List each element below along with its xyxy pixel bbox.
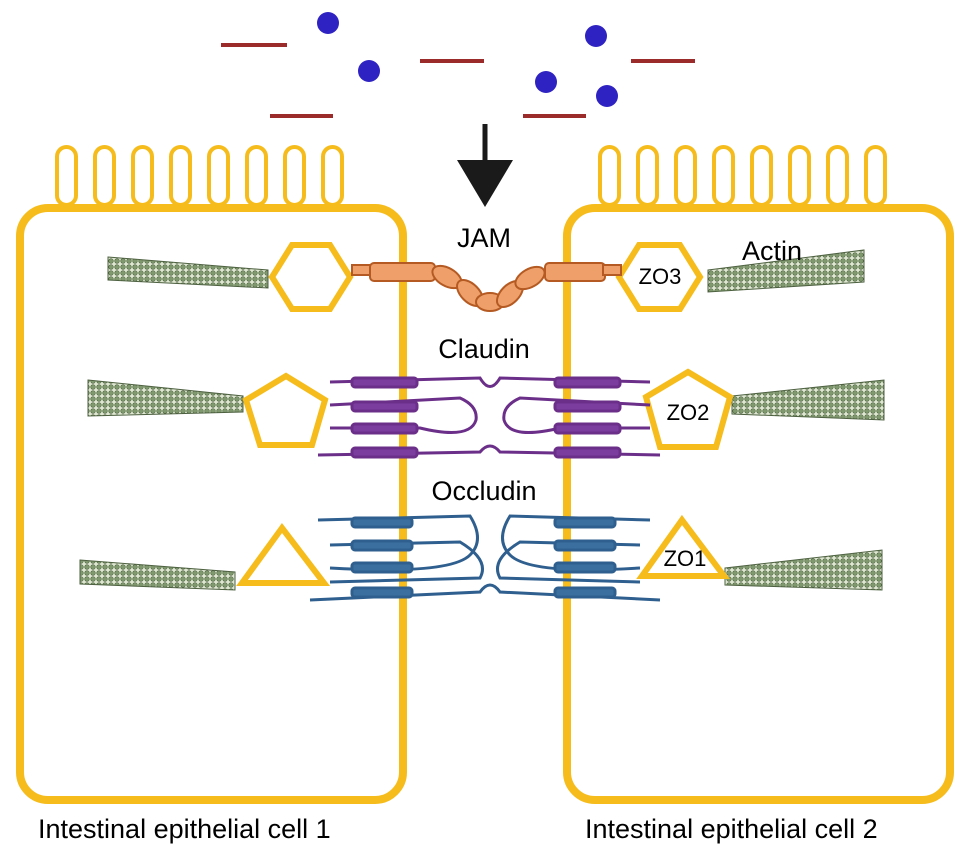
- occludin-protein: [309, 514, 661, 602]
- microvilli-cell-1: [55, 145, 344, 207]
- zo1-triangle-cell-1: [236, 522, 331, 586]
- zo2-pentagon-cell-2: [642, 368, 734, 450]
- luminal-dot: [358, 60, 380, 82]
- zo1-label: ZO1: [664, 546, 707, 571]
- actin-filament: [731, 379, 885, 421]
- down-arrow-icon: [457, 124, 513, 207]
- luminal-dot: [317, 12, 339, 34]
- luminal-dot: [585, 25, 607, 47]
- cell-2-label: Intestinal epithelial cell 2: [585, 814, 878, 844]
- luminal-particles: [221, 12, 695, 118]
- actin-label: Actin: [742, 236, 802, 266]
- epithelial-cell-2: [563, 204, 954, 804]
- zo2-pentagon-cell-1: [242, 372, 329, 448]
- claudin-protein: [317, 376, 661, 459]
- actin-filament: [107, 256, 269, 289]
- cell-1-label: Intestinal epithelial cell 1: [38, 814, 331, 844]
- microvilli-cell-2: [598, 145, 887, 207]
- claudin-label: Claudin: [438, 334, 530, 364]
- actin-filament: [87, 379, 244, 417]
- jam-protein: [351, 262, 622, 312]
- actin-filament: [724, 549, 883, 591]
- zo1-triangle-cell-2: [636, 514, 730, 579]
- zo3-label: ZO3: [639, 264, 682, 289]
- luminal-dot: [596, 85, 618, 107]
- zo2-label: ZO2: [667, 400, 710, 425]
- actin-filaments: [79, 249, 885, 591]
- actin-filament: [707, 249, 865, 293]
- zo3-hexagon-cell-2: [615, 242, 704, 312]
- actin-filament: [79, 559, 236, 591]
- zo3-hexagon-cell-1: [268, 242, 354, 312]
- luminal-dot: [535, 71, 557, 93]
- occludin-label: Occludin: [431, 476, 536, 506]
- jam-label: JAM: [457, 223, 511, 253]
- epithelial-cell-1: [16, 204, 407, 804]
